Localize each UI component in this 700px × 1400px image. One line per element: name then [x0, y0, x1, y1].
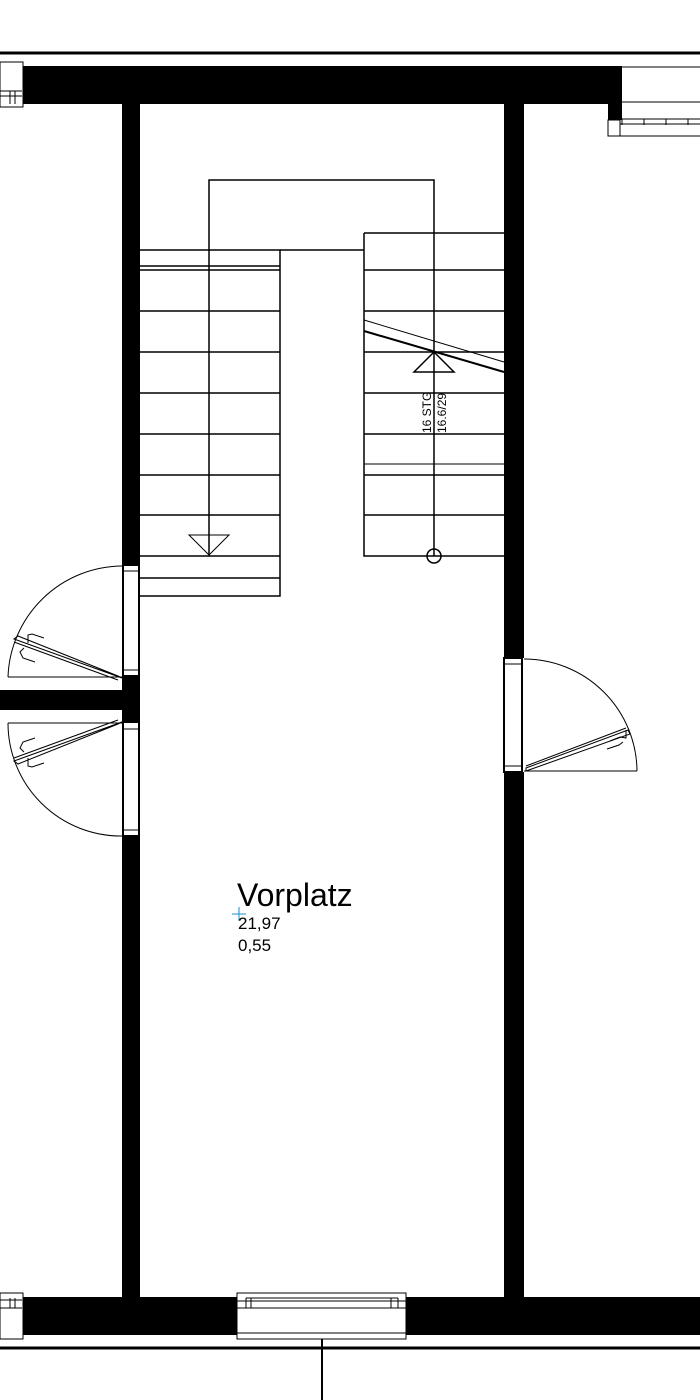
door-left-upper[interactable]: [7, 564, 140, 681]
window-bottom-center: [236, 1292, 407, 1340]
stair-steps-label: 16 STG: [420, 391, 434, 433]
stair-left-flight: [140, 179, 435, 597]
door-left-lower[interactable]: [7, 719, 140, 837]
window-bottom-left: [0, 1292, 24, 1340]
outer-boundary-lines: [0, 51, 700, 1400]
room-insertion-marker-icon: [232, 907, 246, 921]
stair-ratio-label: 16.6/29: [435, 392, 449, 433]
door-right[interactable]: [503, 657, 638, 773]
walls: [0, 66, 700, 1335]
window-top-right: [607, 66, 700, 137]
stair-down-arrow-icon: [187, 534, 231, 556]
room-area-value: 21,97: [238, 914, 281, 933]
window-top-left: [0, 61, 24, 108]
stair-start-circle-icon: [426, 548, 442, 564]
stair-up-arrow-icon: [412, 350, 456, 373]
room-height-value: 0,55: [238, 936, 272, 955]
room-name-label: Vorplatz: [237, 877, 353, 913]
